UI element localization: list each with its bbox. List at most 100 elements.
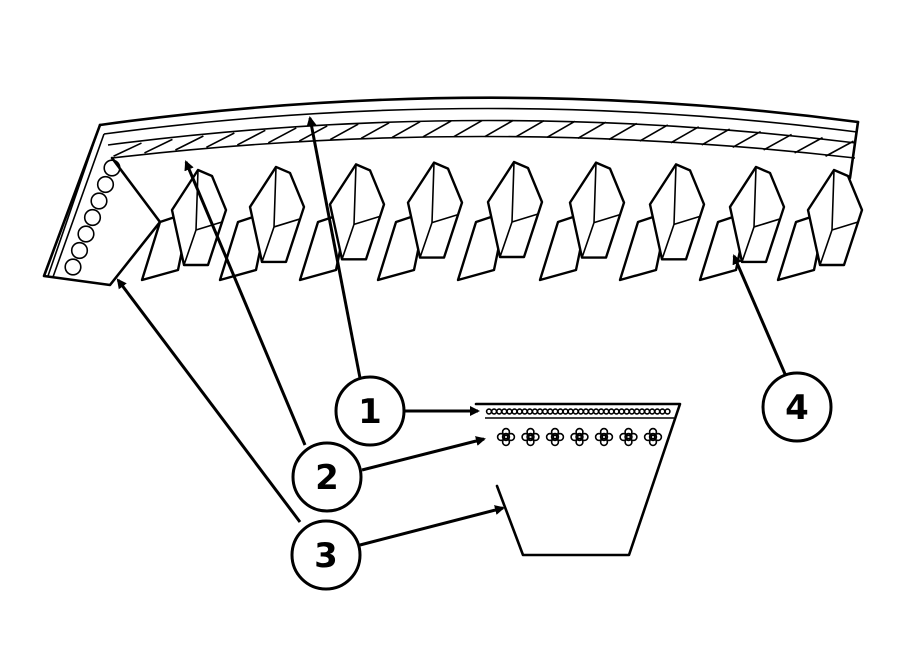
tooth-block: [728, 165, 786, 264]
cross-section-cover-dots: [485, 408, 671, 415]
cord-strand: [594, 432, 604, 442]
cord-strand: [653, 432, 663, 442]
hatch-line: [205, 132, 235, 148]
hatch-line: [701, 128, 731, 146]
cover-dot: [659, 408, 666, 415]
tooth-edge: [419, 162, 459, 258]
tooth-edge: [261, 166, 301, 263]
callout-4-label: 4: [785, 388, 809, 428]
cover-dot: [597, 408, 605, 415]
callout-3-circle: [290, 519, 362, 591]
cover-dot: [546, 408, 554, 415]
cover-dot: [613, 408, 620, 415]
cord-strand: [619, 432, 628, 442]
hatch-line: [360, 122, 390, 140]
cover-dot: [618, 408, 625, 415]
hatch-line: [144, 138, 173, 154]
hatch-line: [732, 130, 762, 148]
hatch-line: [236, 129, 266, 146]
hatch-line: [391, 121, 421, 139]
cover-dot: [567, 408, 574, 415]
cord-circle: [77, 225, 95, 243]
cord-strand: [496, 432, 506, 442]
leader-3a: [116, 278, 302, 523]
hatch-line: [763, 133, 792, 151]
cover-dot: [526, 408, 533, 415]
cord-strand: [624, 437, 633, 447]
cover-dot: [490, 408, 498, 415]
cord-strand: [550, 432, 560, 442]
cover-dot: [536, 408, 544, 415]
leader-2b: [361, 436, 486, 472]
callout-2: 2: [291, 441, 363, 513]
tooth: [698, 165, 786, 282]
cover-dot: [557, 408, 564, 415]
tooth-block: [406, 161, 464, 259]
cord-circle: [90, 192, 108, 210]
cord-strand: [555, 432, 565, 442]
cover-dot: [516, 408, 523, 415]
cord-strand: [599, 432, 609, 442]
hatch-line: [484, 119, 514, 138]
cord-strand: [624, 427, 633, 437]
cord-strand: [531, 432, 540, 442]
tooth: [776, 168, 864, 282]
hatch-line: [546, 120, 576, 139]
cord-strand: [501, 427, 511, 437]
cover-dot: [511, 408, 518, 415]
cord-strand: [580, 432, 589, 442]
hatch-line: [515, 120, 545, 138]
tooth-edge: [661, 164, 701, 260]
cord-circle: [64, 258, 82, 276]
cover-dot: [608, 408, 615, 415]
belt-top-edge: [98, 96, 860, 127]
cover-dot: [638, 408, 646, 415]
cover-dot: [531, 408, 539, 415]
cord-strand: [570, 432, 579, 442]
cord-strand: [526, 437, 535, 447]
callout-2-circle: [291, 441, 363, 513]
tooth: [218, 165, 306, 282]
cord-circles: [64, 159, 121, 276]
cord-flower: [521, 427, 540, 447]
cord-strand: [506, 432, 516, 442]
cover-dot: [623, 408, 630, 415]
hatch-line: [639, 124, 669, 142]
cord-strand: [575, 432, 584, 442]
belt-cover-line-1: [103, 107, 858, 135]
cord-strand: [550, 427, 560, 437]
hatch-line: [422, 120, 452, 138]
cover-dot: [577, 408, 584, 415]
tooth: [456, 160, 544, 282]
tooth-edge: [341, 164, 381, 260]
cord-strand: [599, 437, 609, 447]
callout-3-label: 3: [314, 536, 338, 576]
tooth: [298, 163, 386, 282]
cord-strand: [629, 432, 638, 442]
cover-dot: [562, 408, 569, 415]
cord-circle: [83, 208, 102, 227]
end-face-edge: [47, 124, 101, 277]
hatch-line: [825, 140, 854, 157]
cover-dot: [633, 408, 641, 415]
cord-circle: [96, 175, 115, 194]
cord-flower: [545, 427, 565, 447]
cord-strand: [501, 437, 511, 447]
tooth-block: [170, 168, 228, 267]
tooth-edge: [499, 161, 539, 258]
cover-dot: [628, 408, 635, 415]
cord-strand: [550, 437, 560, 447]
callout-2-label: 2: [315, 458, 339, 498]
tooth-block: [328, 163, 386, 261]
tooth-block: [486, 160, 544, 259]
cover-dot: [552, 408, 559, 415]
cord-circle: [70, 241, 89, 260]
cord-strand: [501, 432, 511, 442]
cord-flower: [619, 427, 638, 447]
belt-cord-line: [111, 135, 856, 159]
tooth-block: [568, 161, 626, 259]
tooth-edge: [741, 166, 781, 263]
cord-strand: [526, 427, 535, 437]
belt-section: [42, 96, 864, 287]
